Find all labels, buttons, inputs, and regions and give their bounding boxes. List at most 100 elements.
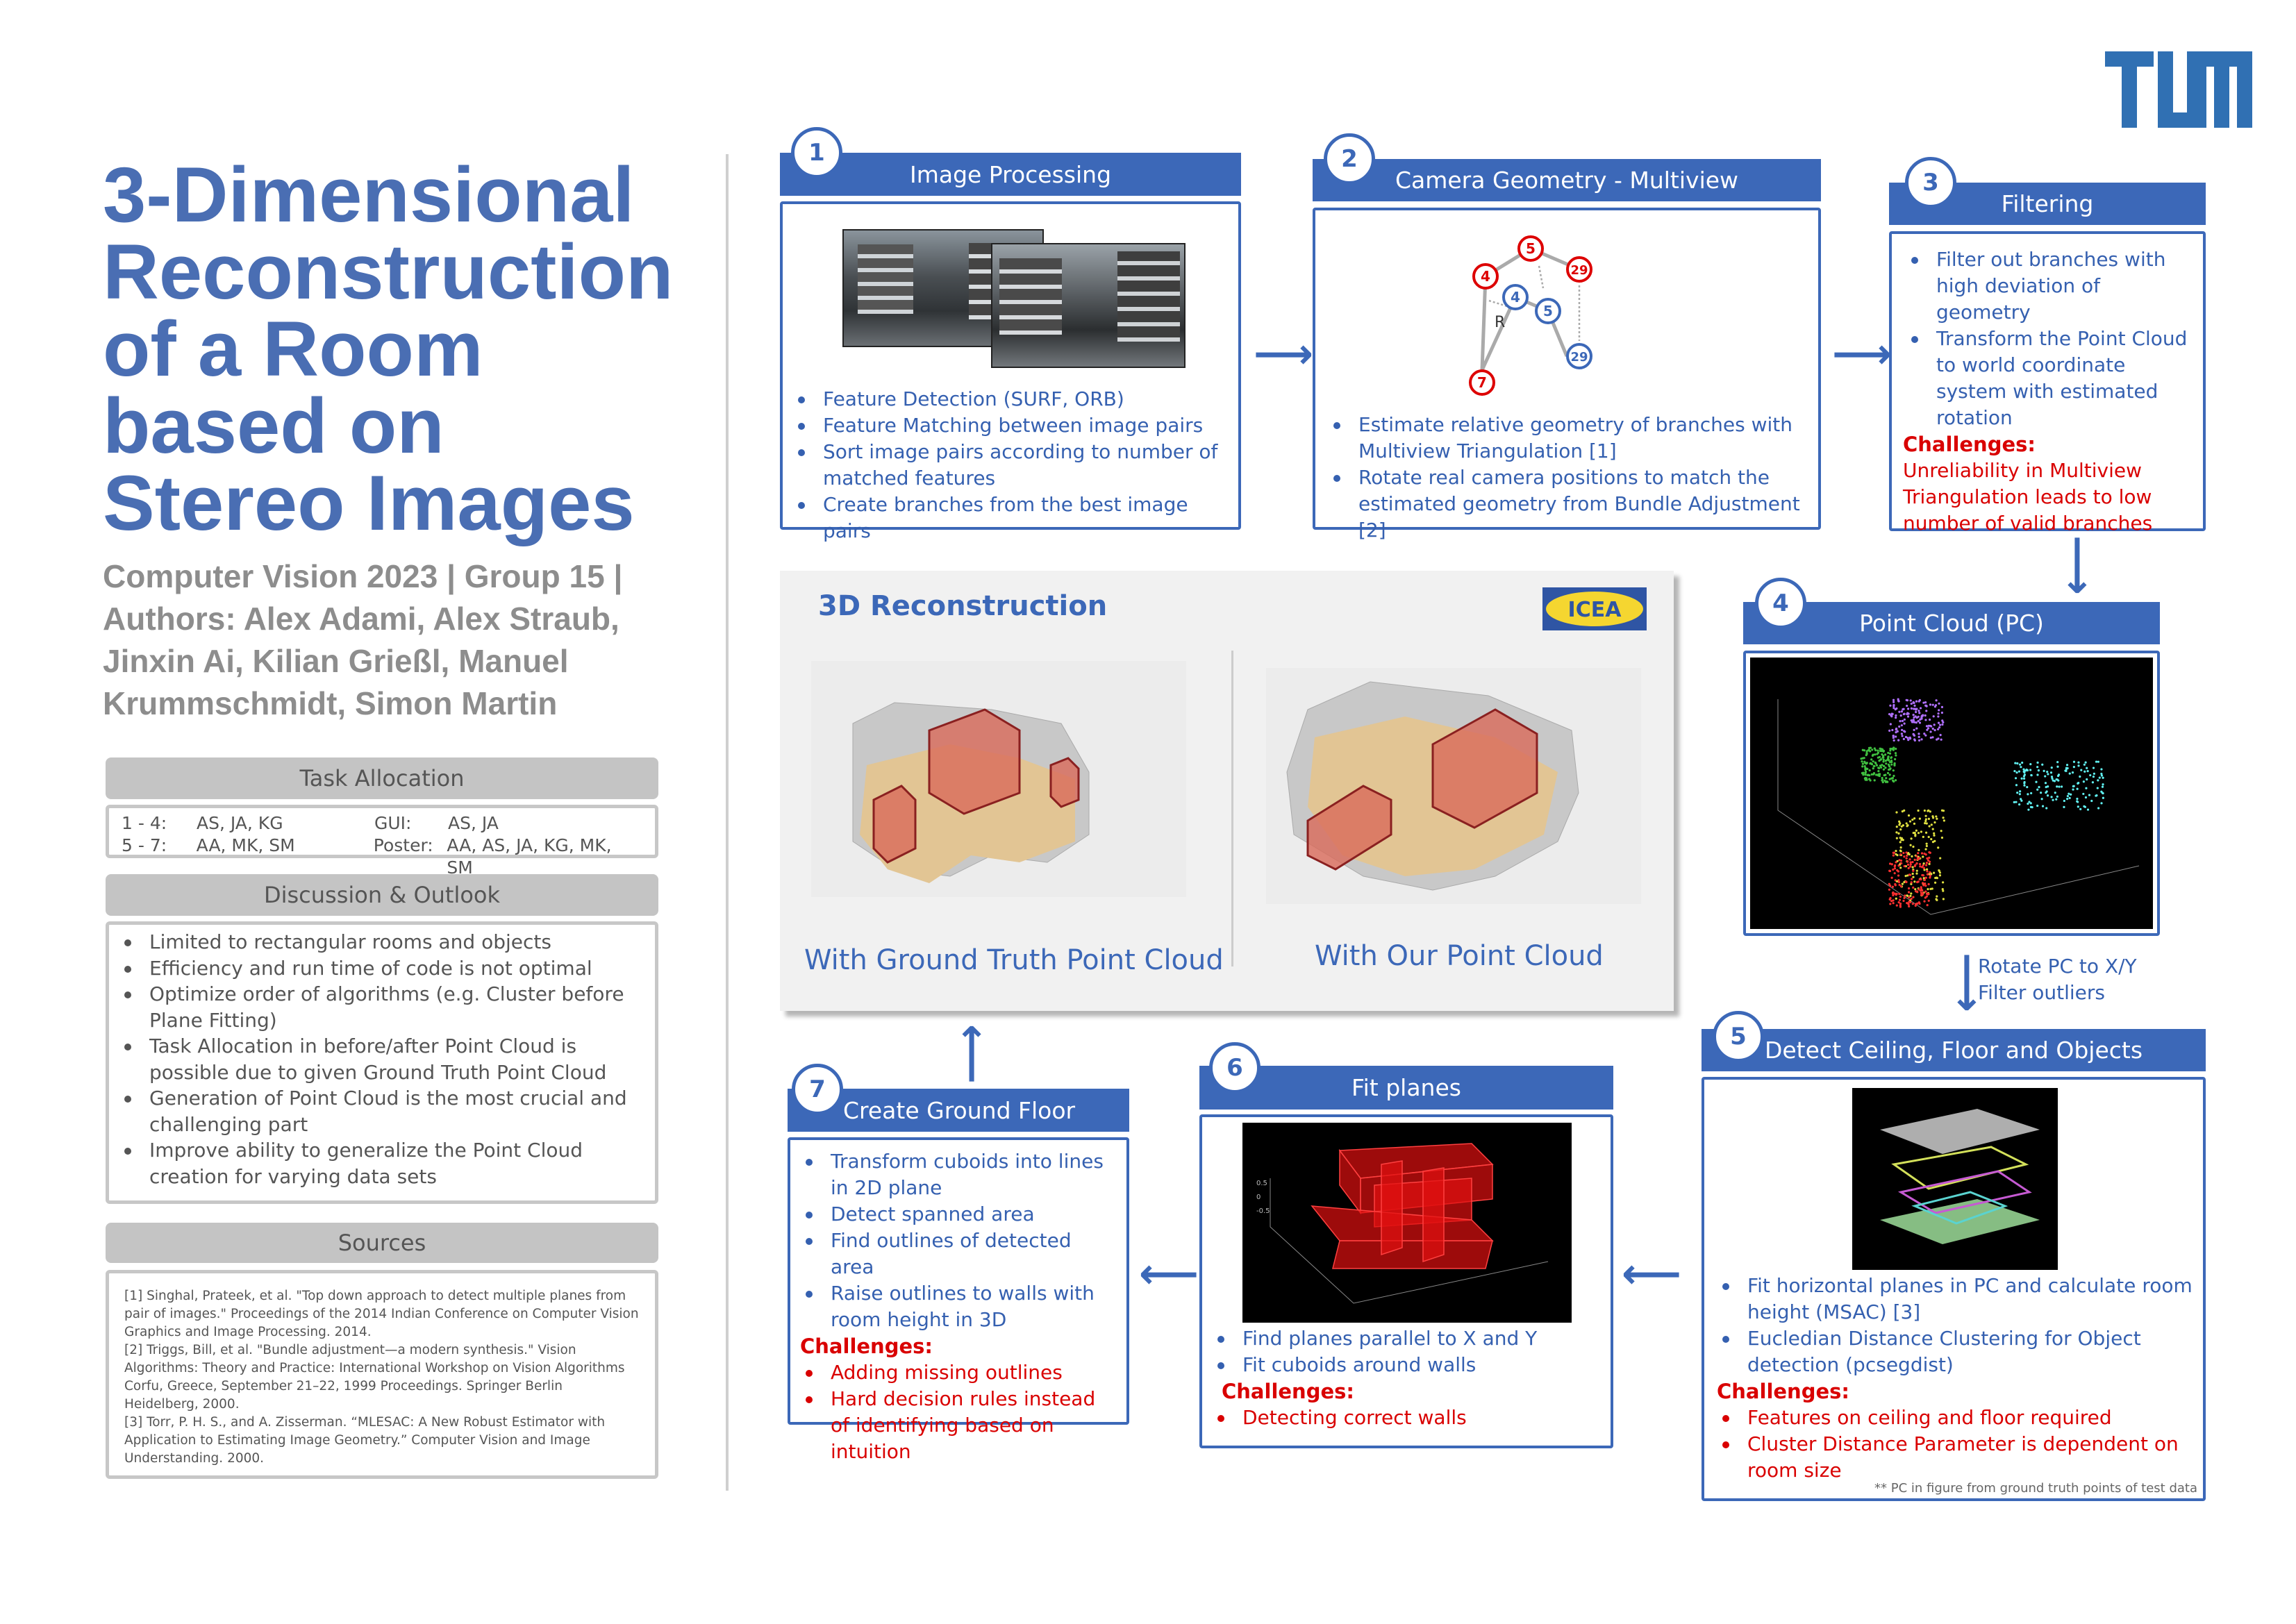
point [2082, 780, 2085, 783]
point [1902, 851, 1905, 855]
point [2077, 805, 2079, 808]
node-label: 7 [1477, 374, 1487, 391]
point [1918, 888, 1920, 891]
point [2058, 785, 2061, 788]
point [1922, 884, 1925, 887]
point [1911, 866, 1914, 869]
point [1861, 771, 1864, 775]
point [2070, 793, 2072, 796]
point [1892, 748, 1895, 751]
point [1874, 761, 1877, 764]
point [1894, 757, 1897, 761]
point [1885, 762, 1888, 765]
point [1895, 730, 1897, 734]
point [1939, 723, 1942, 726]
title-line: Stereo Images [103, 460, 635, 546]
point [1931, 828, 1934, 830]
point [1924, 876, 1927, 879]
point [2052, 798, 2054, 801]
point [1908, 873, 1911, 876]
point [1881, 780, 1884, 784]
point [1900, 710, 1904, 713]
point [1889, 885, 1892, 887]
point [1892, 736, 1895, 739]
point [1913, 880, 1916, 883]
point [2097, 760, 2100, 763]
point [1897, 879, 1900, 882]
point [1918, 700, 1920, 703]
point [2056, 765, 2059, 768]
point [2076, 800, 2079, 803]
point [1891, 891, 1895, 895]
point [2056, 761, 2059, 764]
point [1861, 765, 1864, 768]
point [1929, 871, 1931, 873]
challenges-label: Challenges: [1903, 433, 2036, 456]
point [1917, 809, 1920, 812]
point [1898, 823, 1901, 826]
point [1897, 698, 1899, 701]
point [1918, 733, 1920, 735]
point [1924, 814, 1927, 817]
point [1906, 874, 1909, 877]
point [1903, 864, 1906, 868]
step-1-header: Image Processing [780, 153, 1241, 196]
point [1930, 873, 1933, 876]
step-3-box: Filter out branches with high deviation … [1889, 231, 2206, 535]
challenge-item: Features on ceiling and floor required [1714, 1405, 2200, 1431]
point [1898, 898, 1902, 901]
point [2016, 762, 2019, 765]
point [1922, 835, 1924, 839]
point [1899, 895, 1902, 898]
point [1905, 822, 1908, 825]
title-line: based on [103, 383, 444, 469]
node-label: 4 [1511, 289, 1520, 305]
point [2021, 761, 2024, 764]
svg-text:0: 0 [1256, 1194, 1261, 1201]
point [1922, 855, 1924, 858]
step-1-item: Feature Matching between image pairs [790, 412, 1234, 439]
step-6-header: Fit planes [1199, 1066, 1613, 1110]
point [1892, 779, 1895, 782]
point [1912, 701, 1915, 704]
point [1943, 819, 1945, 822]
discussion-item: Task Allocation in before/after Point Cl… [116, 1033, 648, 1085]
point [2096, 787, 2099, 789]
point [2071, 771, 2074, 774]
point [1892, 746, 1895, 749]
point [1925, 868, 1929, 871]
point [1892, 902, 1895, 905]
point [1884, 760, 1887, 762]
point [1911, 903, 1914, 905]
point [1864, 771, 1867, 774]
point [1942, 898, 1945, 901]
point [1908, 736, 1911, 739]
point [1888, 869, 1891, 872]
point [1913, 822, 1916, 825]
point [1899, 853, 1902, 856]
point [1900, 837, 1903, 839]
point [2055, 798, 2058, 801]
point [1915, 869, 1918, 872]
point [1889, 704, 1892, 707]
subtitle-line: Authors: Alex Adami, Alex Straub, [103, 601, 619, 637]
point [1939, 734, 1942, 737]
point [1892, 701, 1895, 703]
step-1-item: Feature Detection (SURF, ORB) [790, 386, 1234, 412]
point [1913, 739, 1916, 742]
point [1909, 699, 1912, 702]
point [1922, 714, 1924, 717]
point [1882, 760, 1885, 763]
point [2097, 779, 2099, 782]
task-members: AS, JA, KG [197, 813, 283, 833]
point [1940, 705, 1944, 708]
point-cloud-plot [1750, 658, 2153, 929]
rotation-label: R [1495, 314, 1505, 331]
point [1923, 852, 1926, 855]
point [1918, 817, 1921, 820]
point [2082, 792, 2085, 796]
point [1933, 834, 1936, 837]
point [1890, 763, 1893, 766]
point [1864, 778, 1867, 781]
step-6-item: Fit cuboids around walls [1209, 1352, 1612, 1378]
